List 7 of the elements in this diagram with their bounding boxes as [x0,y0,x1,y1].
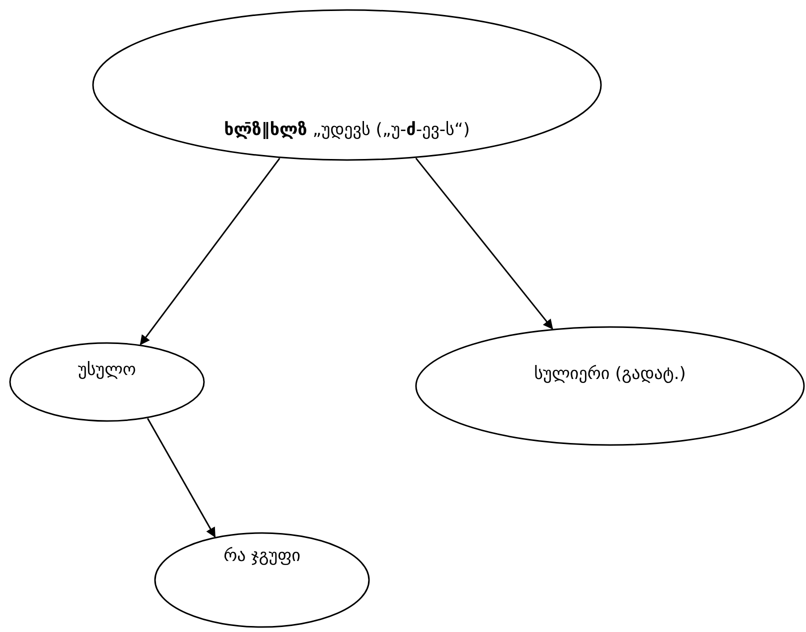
arrow [415,158,554,330]
arrow [140,158,280,346]
arrow [146,418,216,538]
node-label: რა ჯგუფი [222,546,302,566]
node-label: უსულო [76,360,138,380]
node-label: სულიერი (გადატ.) [533,364,687,384]
node-label: ხლ̄ზ‖ხლზ „უდევს („უ-ძ-ევ-ს“) [223,120,471,140]
